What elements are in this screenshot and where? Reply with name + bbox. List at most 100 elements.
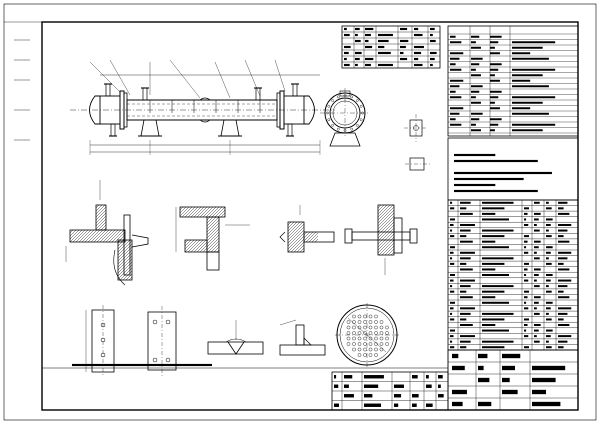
hatch-line — [128, 276, 132, 280]
hatch-line — [119, 267, 132, 280]
support-plate-hole — [165, 357, 171, 363]
hatch-line — [205, 207, 217, 217]
hatch-line — [70, 230, 77, 237]
nozzle — [287, 123, 293, 137]
parts-text — [558, 290, 564, 293]
exchanger-end-view — [320, 88, 370, 147]
leader-line — [274, 59, 286, 92]
end-view-support — [329, 132, 361, 147]
tech-table-text — [450, 90, 456, 93]
parts-text — [450, 251, 454, 254]
title-block-text — [478, 353, 488, 359]
parts-text — [558, 335, 572, 338]
hatch-line — [181, 207, 193, 217]
nozzle-table-text — [430, 51, 437, 55]
tech-table-text — [450, 107, 464, 110]
parts-text — [546, 201, 549, 204]
tech-table-text — [471, 63, 480, 66]
technical-data-table — [447, 25, 579, 137]
parts-text — [482, 340, 514, 343]
parts-text — [482, 207, 505, 210]
weld-f-fillet — [303, 337, 312, 346]
parts-text — [450, 318, 455, 321]
revision-text — [394, 394, 402, 398]
parts-text — [482, 318, 505, 321]
hatch-line — [387, 248, 394, 255]
weld-e-groove — [227, 341, 245, 355]
end-view-bolt-hole — [356, 99, 359, 102]
tube-hole — [363, 320, 367, 324]
hatch-line — [202, 247, 207, 252]
revision-text — [364, 403, 382, 407]
nozzle — [142, 87, 148, 101]
hatch-line — [288, 229, 304, 247]
hatch-line — [207, 234, 219, 248]
parts-text — [524, 240, 528, 243]
revision-text — [412, 394, 419, 398]
hatch-line — [190, 207, 202, 217]
nozzle-table-text — [344, 45, 351, 49]
hatch-line — [304, 232, 308, 236]
hatch-line — [304, 232, 314, 242]
parts-text — [460, 290, 467, 293]
hatch-line — [299, 247, 304, 252]
title-block-text — [502, 389, 518, 395]
hatch-line — [207, 217, 214, 224]
hatch-line — [93, 230, 107, 242]
parts-text — [460, 340, 471, 343]
parts-text — [524, 329, 527, 332]
tech-table-text — [450, 79, 464, 82]
hatch-line — [305, 232, 317, 242]
parts-text — [450, 335, 454, 338]
tech-table-text — [490, 52, 500, 55]
title-block — [42, 349, 579, 411]
tech-table-text — [512, 74, 543, 77]
detail-d-flange-hatch — [378, 205, 394, 255]
parts-text — [534, 257, 540, 260]
hatch-line — [70, 230, 71, 231]
tube-layout-diagonal — [347, 317, 387, 353]
tube-hole — [363, 353, 367, 357]
hatch-line — [102, 230, 116, 242]
hatch-line — [378, 224, 394, 242]
nozzle-table-text — [344, 33, 350, 37]
hatch-line — [378, 239, 394, 255]
parts-text — [546, 335, 551, 338]
tube-hole — [363, 347, 367, 352]
hatch-line — [196, 241, 207, 252]
tube-hole — [379, 331, 384, 335]
parts-text — [450, 346, 455, 349]
parts-text — [558, 262, 564, 265]
parts-text — [534, 296, 541, 299]
parts-text — [558, 296, 570, 299]
nozzle-table-text — [430, 57, 435, 61]
tube-hole — [357, 342, 362, 346]
end-view-bolt-hole — [343, 94, 347, 97]
tube-hole — [352, 314, 356, 319]
parts-text — [450, 274, 455, 276]
tech-table-text — [450, 52, 464, 55]
saddle-support — [220, 119, 240, 137]
tech-table-text — [490, 90, 502, 93]
hatch-line — [96, 230, 110, 242]
tech-table-text — [512, 41, 556, 44]
tube-hole — [379, 325, 384, 330]
parts-text — [450, 262, 455, 265]
hatch-line — [70, 230, 80, 240]
end-view-bolt-hole — [350, 127, 353, 131]
tech-table-text — [512, 101, 543, 104]
tech-table-text — [450, 68, 462, 71]
tube-hole — [385, 342, 389, 346]
hatch-line — [90, 230, 104, 242]
parts-text — [450, 207, 455, 210]
tube-hole — [368, 353, 373, 357]
parts-text — [524, 335, 529, 338]
nozzle-table-text — [414, 51, 422, 55]
parts-text — [482, 218, 509, 221]
hatch-line — [378, 205, 385, 212]
parts-text — [460, 235, 467, 238]
nozzle — [292, 83, 298, 97]
tech-table-border — [447, 25, 579, 137]
tech-table-text — [471, 85, 483, 88]
parts-text — [558, 346, 564, 349]
